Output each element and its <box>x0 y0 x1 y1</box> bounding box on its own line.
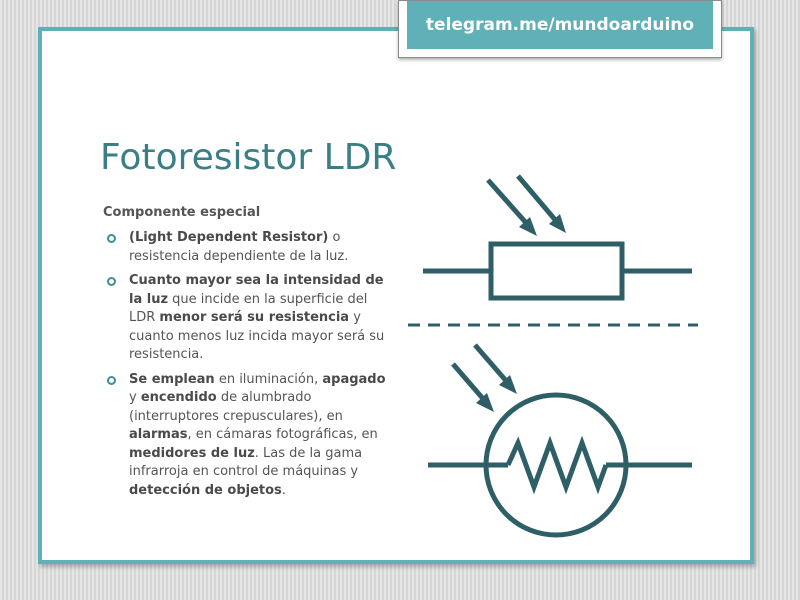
bullet-item: Se emplean en iluminación, apagado y enc… <box>103 371 393 501</box>
light-arrow-2 <box>473 343 517 394</box>
resistor-zigzag <box>505 435 609 495</box>
bullet-text: de alumbrado (interruptores crepusculare… <box>129 390 343 424</box>
bullet-item: (Light Dependent Resistor) o resistencia… <box>103 229 393 266</box>
slide-title: Fotoresistor LDR <box>100 137 397 178</box>
bullet-text: , en cámaras fotográficas, en <box>187 427 378 442</box>
bullet-bold-text: Se emplean <box>129 371 215 387</box>
bullet-bold-text: detección de objetos <box>129 482 282 498</box>
bullet-bold-text: apagado <box>322 371 386 387</box>
light-arrow-1 <box>486 178 537 236</box>
bullet-bold-text: encendido <box>140 390 217 405</box>
ldr-circle-symbol-icon <box>428 343 692 538</box>
bullet-text: y <box>129 390 141 405</box>
bullet-bold-text: Cuanto mayor sea la intensidad de la luz <box>129 273 384 307</box>
ring-bullet-icon <box>107 234 116 243</box>
bullet-text: o resistencia dependiente de la luz. <box>129 230 349 264</box>
bullet-bold-text: medidores de luz <box>129 445 255 461</box>
bullet-text: . <box>281 482 286 498</box>
banner: telegram.me/mundoarduino <box>398 0 722 58</box>
bullet-text: en iluminación, <box>214 371 323 387</box>
bullet-text: y cuanto menos luz incida mayor será su … <box>129 310 385 362</box>
bullet-list: (Light Dependent Resistor) o resistencia… <box>103 229 393 506</box>
bullet-text: que incide en la superficie del LDR <box>129 291 368 326</box>
ring-bullet-icon <box>107 375 116 385</box>
resistor-body <box>488 241 625 301</box>
bullet-text: . Las de la gama infrarroja en control d… <box>129 445 363 480</box>
light-arrow-2 <box>516 174 566 233</box>
slide-subtitle: Componente especial <box>103 205 261 220</box>
bullet-item: Cuanto mayor sea la intensidad de la luz… <box>103 272 393 365</box>
bullet-bold-text: alarmas <box>129 427 188 442</box>
bullet-bold-text: (Light Dependent Resistor) <box>129 230 329 245</box>
light-arrow-1 <box>451 362 494 412</box>
ring-bullet-icon <box>107 277 116 286</box>
bullet-bold-text: menor será su resistencia <box>159 310 350 325</box>
ldr-rectangle-symbol-icon <box>423 174 692 301</box>
banner-link[interactable]: telegram.me/mundoarduino <box>407 1 713 49</box>
slide <box>38 27 754 564</box>
